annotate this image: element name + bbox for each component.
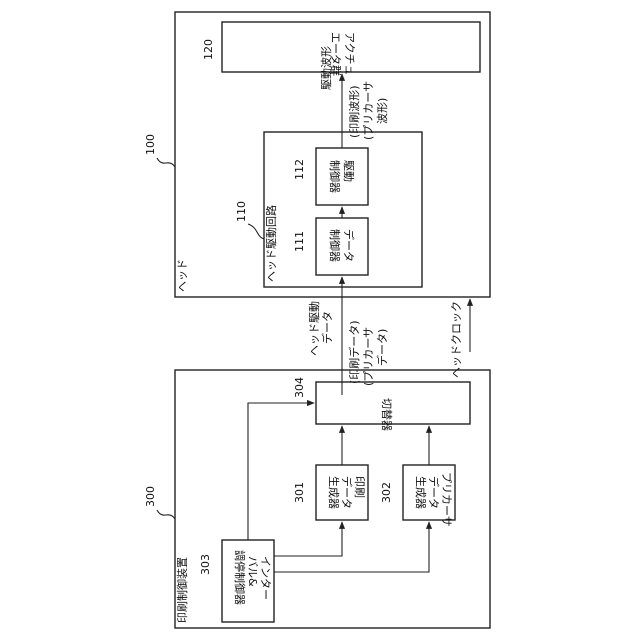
drive-controller-box bbox=[316, 148, 368, 205]
interval-to-print-data-arrow bbox=[274, 522, 342, 556]
interval-controller-label-line1: インター bbox=[259, 556, 272, 600]
head-drive-data-label-line1: ヘッド駆動 bbox=[307, 301, 321, 356]
switcher-label: 切替器 bbox=[380, 398, 394, 431]
head-drive-circuit-ref-number: 110 bbox=[235, 201, 248, 222]
print-control-device-label: 印刷制御装置 bbox=[175, 557, 189, 623]
drive-controller-label-line1: 駆動 bbox=[342, 160, 356, 182]
head-drive-data-label-line5: データ) bbox=[375, 329, 389, 366]
data-controller-ref-number: 111 bbox=[293, 231, 306, 252]
head-ref-number: 100 bbox=[144, 134, 157, 155]
precursor-data-generator-label-line2: データ bbox=[427, 476, 441, 509]
print-control-device-ref-leader bbox=[157, 510, 175, 519]
print-control-device-ref-number: 300 bbox=[144, 486, 157, 507]
drive-controller-ref-number: 112 bbox=[293, 159, 306, 180]
head-drive-circuit-label: ヘッド駆動回路 bbox=[264, 205, 278, 282]
head-ref-leader bbox=[157, 158, 175, 167]
print-data-generator-label-line3: 生成器 bbox=[327, 476, 341, 509]
print-data-generator-label-line1: 印刷 bbox=[353, 476, 366, 498]
drive-controller-label-line2: 制御器 bbox=[328, 160, 342, 193]
print-data-generator-ref-number: 301 bbox=[293, 482, 306, 503]
head-drive-data-label-line3: (印刷データ) bbox=[347, 320, 361, 384]
precursor-data-generator-ref-number: 302 bbox=[380, 482, 393, 503]
precursor-data-generator-label-line1: プリカーサ bbox=[440, 472, 453, 527]
precursor-data-generator-label-line3: 生成器 bbox=[414, 476, 428, 509]
head-clock-label: ヘッドクロック bbox=[450, 301, 463, 378]
drive-waveform-label-line1: 駆動波形 bbox=[319, 46, 333, 90]
interval-controller-ref-number: 303 bbox=[199, 554, 212, 575]
actuator-label-line1: アクチュ bbox=[343, 32, 356, 75]
actuator-ref-number: 120 bbox=[202, 39, 215, 60]
data-controller-label-line1: データ bbox=[342, 229, 356, 262]
interval-to-precursor-arrow bbox=[274, 522, 429, 572]
interval-controller-label-line2: バル& bbox=[246, 556, 259, 587]
data-controller-box bbox=[316, 218, 368, 275]
drive-waveform-label-line4: 波形) bbox=[376, 98, 389, 124]
head-drive-circuit-ref-leader bbox=[248, 224, 264, 239]
data-controller-label-line2: 制御器 bbox=[328, 229, 342, 262]
head-drive-data-label-line4: (プリカーサ bbox=[362, 327, 375, 386]
interval-to-switcher-arrow bbox=[248, 403, 314, 540]
switcher-ref-number: 304 bbox=[293, 377, 306, 398]
interval-controller-label-line3: 調停制御器 bbox=[233, 550, 247, 605]
drive-waveform-label-line3: (プリカーサ bbox=[362, 81, 375, 140]
head-drive-data-label-line2: データ bbox=[320, 311, 334, 344]
head-drive-circuit-box bbox=[264, 132, 422, 287]
drive-waveform-label-line2: (印刷波形) bbox=[348, 85, 361, 138]
head-label: ヘッド bbox=[176, 259, 189, 292]
print-data-generator-label-line2: データ bbox=[340, 476, 354, 509]
